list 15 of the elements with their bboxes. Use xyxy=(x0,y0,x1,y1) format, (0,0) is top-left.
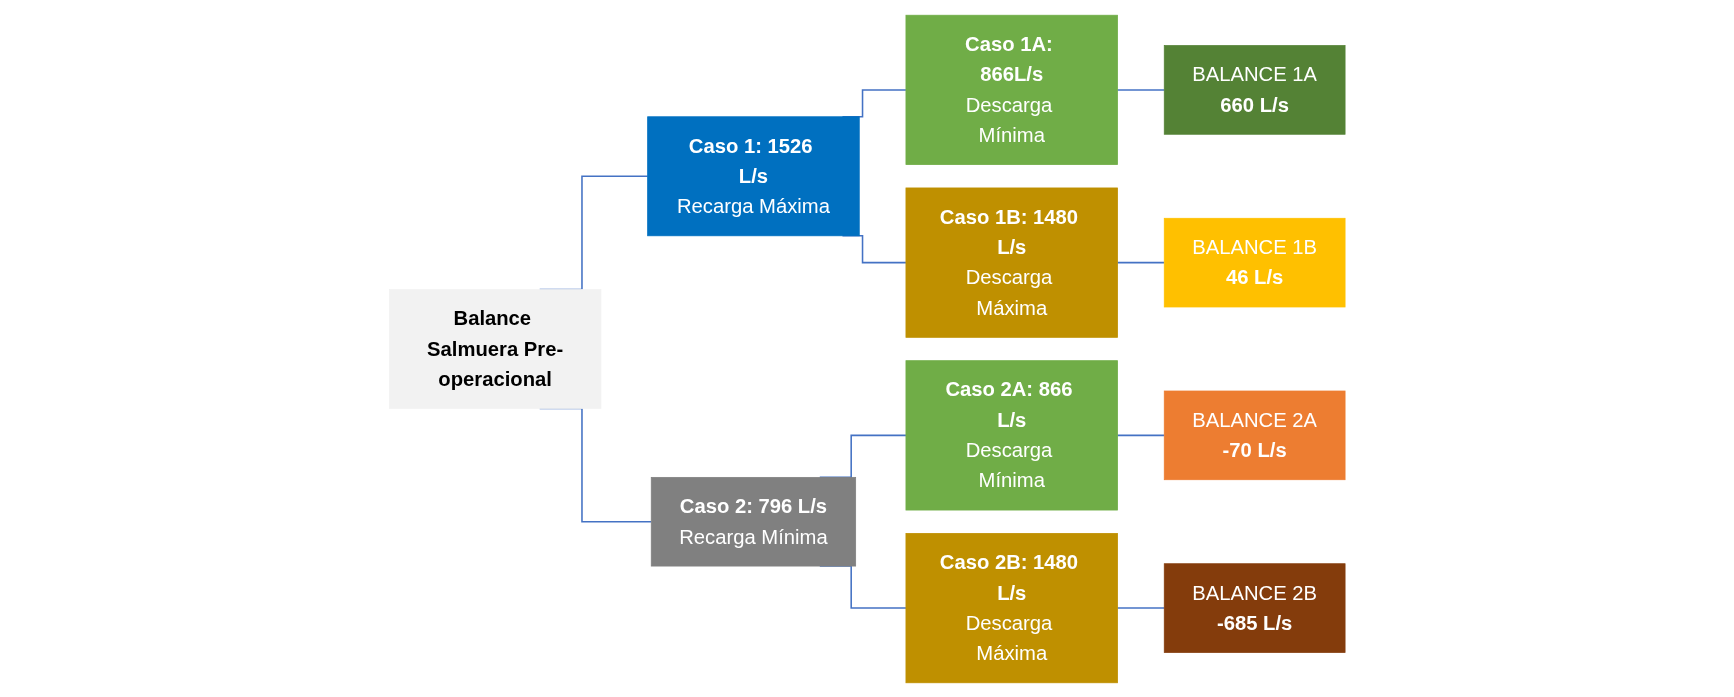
connector xyxy=(1116,261,1165,263)
node-box: Caso 2B: 1480 L/s Descarga Máxima xyxy=(905,532,1118,683)
node-box: BALANCE 2B -685 L/s xyxy=(1163,562,1346,653)
connector xyxy=(1116,606,1165,609)
connector xyxy=(1116,88,1165,91)
node-box: Caso 1A: 866L/s Descarga Mínima xyxy=(905,14,1118,165)
node-box: BALANCE 2A -70 L/s xyxy=(1163,390,1346,480)
node-box: BALANCE 1A 660 L/s xyxy=(1163,44,1346,135)
node-box: Caso 2A: 866 L/s Descarga Mínima xyxy=(905,359,1118,510)
node-box: Caso 1: 1526 L/s Recarga Máxima xyxy=(647,115,860,236)
node-box: Caso 2: 796 L/s Recarga Mínima xyxy=(650,476,856,566)
node-box: BALANCE 1B 46 L/s xyxy=(1163,217,1346,307)
node-box: Caso 1B: 1480 L/s Descarga Máxima xyxy=(905,187,1118,338)
connector xyxy=(1116,434,1165,436)
node-box: Balance Salmuera Pre-operacional xyxy=(388,288,602,409)
